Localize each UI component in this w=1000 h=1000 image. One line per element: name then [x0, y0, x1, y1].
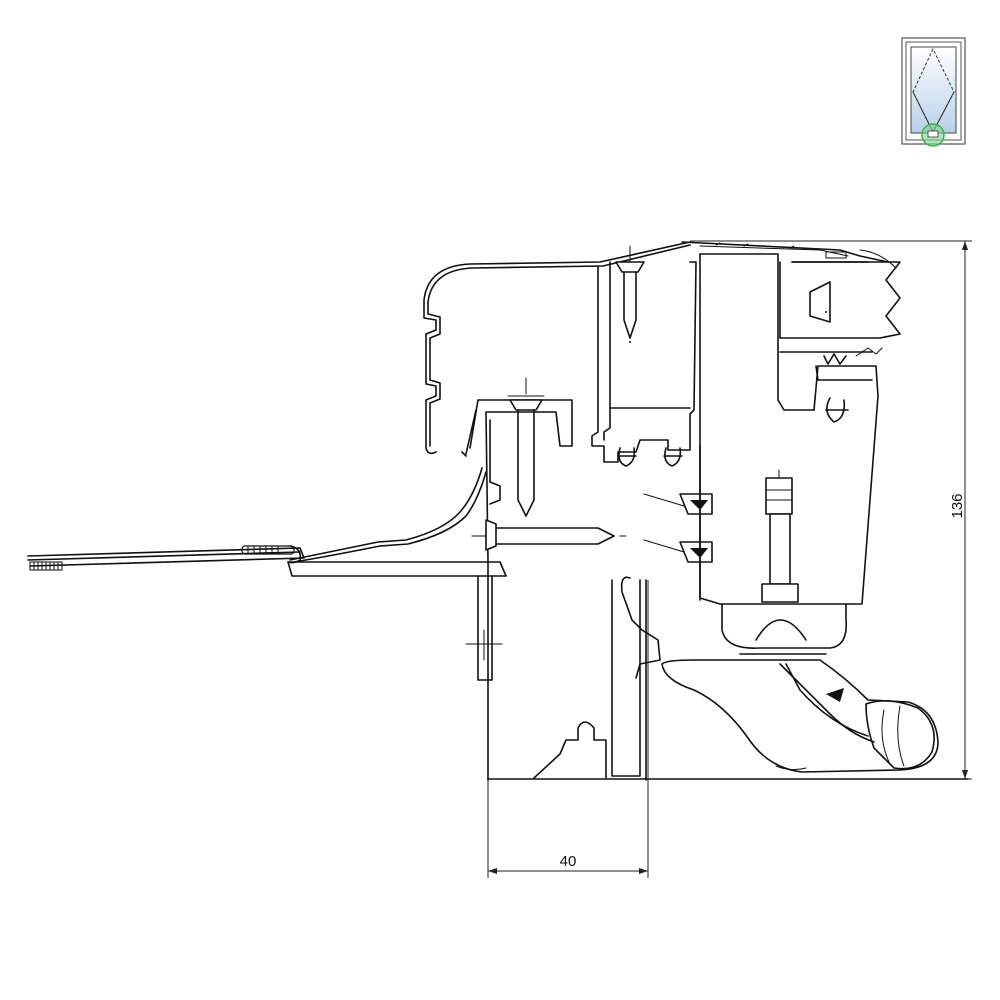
- hinge-cover: [661, 659, 939, 773]
- width-dimension-label: 40: [560, 853, 577, 870]
- section-marks: [629, 311, 883, 357]
- screw-vertical-bracket: [507, 377, 545, 517]
- gasket-clips: [617, 353, 849, 467]
- window-thumbnail-icon: [901, 37, 966, 147]
- mounting-bracket: [461, 399, 573, 563]
- glazing-seals: [643, 493, 713, 563]
- extension-strip: [27, 545, 305, 571]
- sash-profile: [699, 365, 879, 655]
- width-dimension: [487, 580, 649, 878]
- hinge-pin: [761, 469, 799, 603]
- height-dimension-label: 136: [949, 493, 966, 518]
- sill-plate: [287, 467, 507, 681]
- height-dimension: [650, 240, 972, 780]
- glazing-section: [779, 249, 901, 339]
- sill-cover-profile: [423, 241, 889, 455]
- wall-connection-profile: [487, 561, 661, 781]
- screw-vertical-top: [615, 245, 645, 339]
- screw-horizontal: [471, 519, 627, 551]
